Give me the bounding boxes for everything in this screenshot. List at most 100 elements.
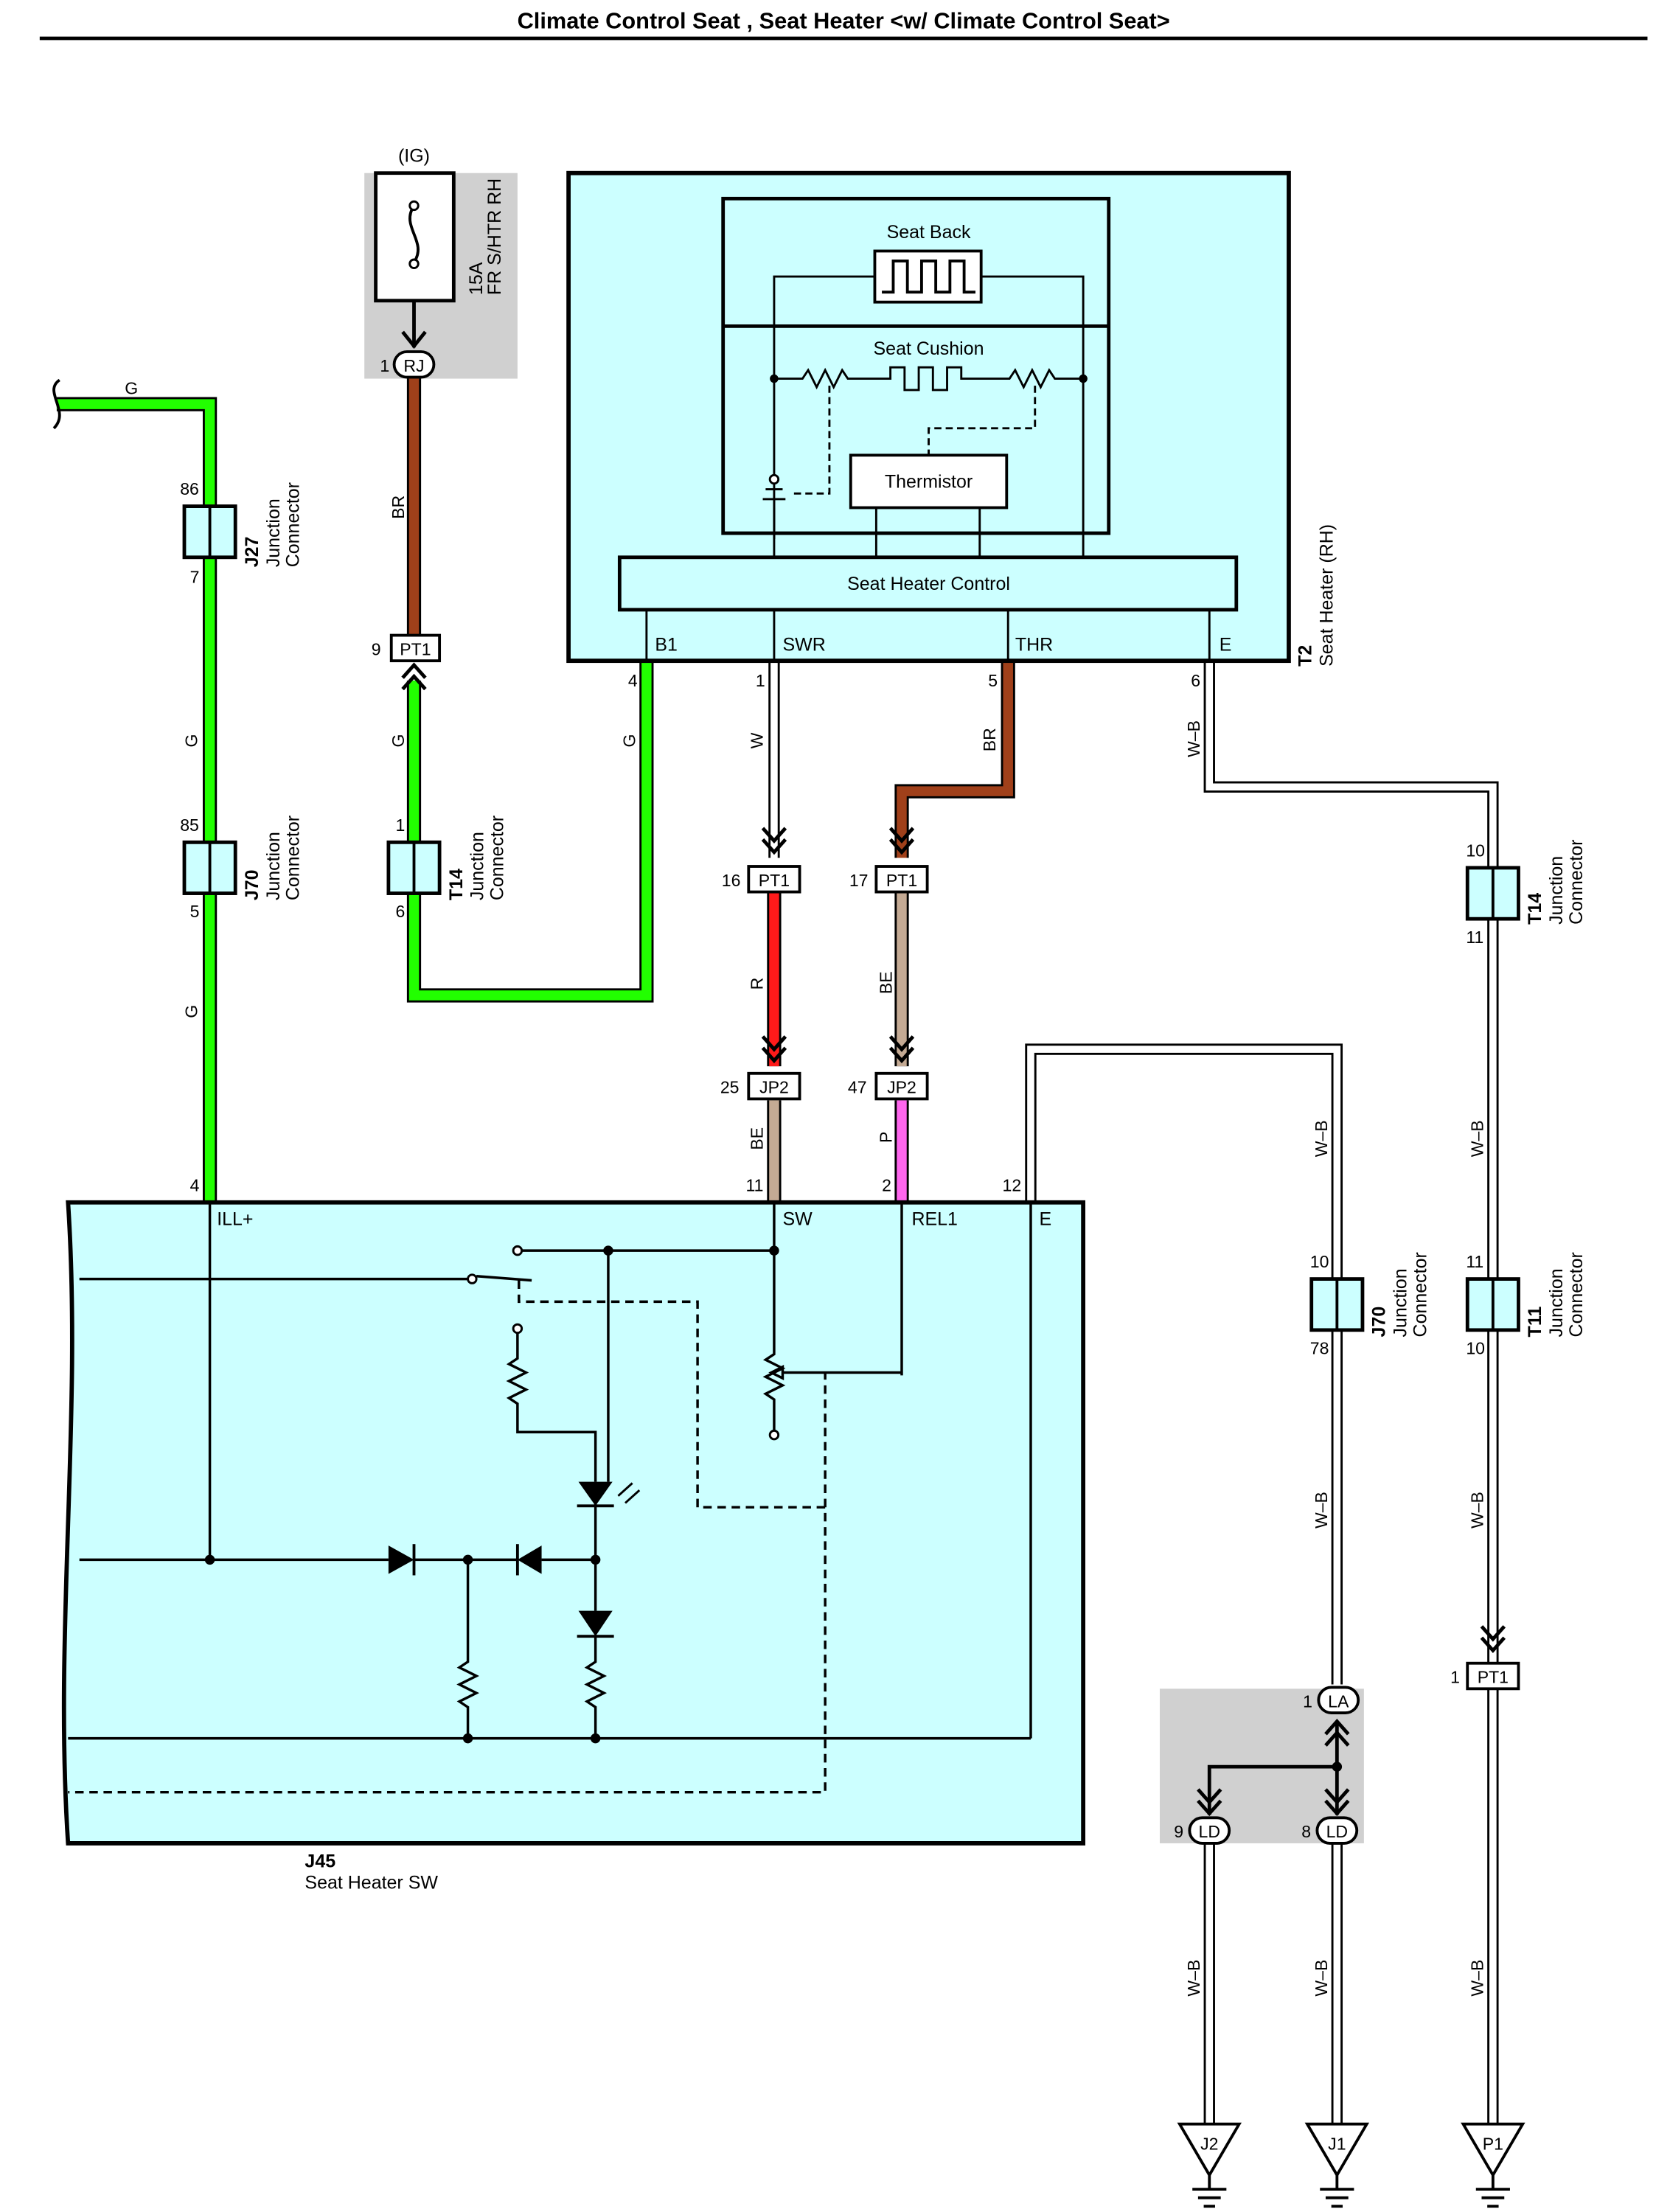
wire-break-icon	[52, 378, 61, 430]
pin-e: E	[1220, 635, 1232, 655]
connector-jp2-25: JP2 25	[720, 1037, 801, 1101]
switch-name: Seat Heater SW	[305, 1872, 438, 1893]
seat-heater-control-label: Seat Heater Control	[847, 574, 1010, 594]
svg-text:11: 11	[1466, 1252, 1483, 1271]
wire-label: W–B	[1312, 1492, 1331, 1528]
svg-text:Junction: Junction	[263, 832, 284, 900]
svg-text:7: 7	[190, 567, 200, 586]
svg-text:T11: T11	[1525, 1307, 1545, 1338]
svg-text:Junction: Junction	[1546, 1268, 1567, 1337]
pin-thr: THR	[1015, 635, 1053, 655]
splice-block: LA 1 LD 9 LD 8	[1159, 1686, 1364, 1845]
switch-code: J45	[305, 1851, 335, 1872]
svg-text:6: 6	[396, 902, 406, 921]
switch-pin-sw: SW	[782, 1209, 813, 1230]
connector-jp2-47: JP2 47	[848, 1037, 929, 1101]
wire-wb-e-sw	[1025, 1043, 1343, 1685]
svg-text:Connector: Connector	[1410, 1252, 1430, 1337]
seat-heater-name: Seat Heater (RH)	[1317, 524, 1337, 667]
wire-label: W–B	[1467, 1120, 1486, 1157]
fuse-supply: (IG)	[398, 145, 430, 166]
junction-t11: 11 10 T11 Junction Connector	[1465, 1252, 1587, 1358]
svg-text:47: 47	[848, 1078, 867, 1097]
switch-pin-num-ill: 4	[190, 1175, 200, 1194]
switch-pin-num-rel1: 2	[882, 1175, 891, 1194]
fuse-connector: RJ	[403, 356, 424, 375]
junction-j27: 86 7 J27 Junction Connector	[180, 479, 304, 586]
svg-text:PT1: PT1	[1478, 1668, 1509, 1687]
svg-text:86: 86	[180, 479, 199, 498]
ground-icon	[1192, 2174, 1227, 2208]
thermistor-label: Thermistor	[885, 472, 973, 493]
diode-icon	[388, 1545, 414, 1574]
svg-text:J27: J27	[242, 537, 262, 568]
svg-text:J1: J1	[1328, 2134, 1346, 2153]
wire-label: BE	[748, 1127, 767, 1150]
connector-pt1-16: PT1 16	[722, 828, 801, 894]
svg-text:P1: P1	[1483, 2134, 1503, 2153]
pin-b1: B1	[655, 635, 678, 655]
pin-num-thr: 5	[988, 671, 998, 690]
seat-heater-switch: ILL+ SW REL1 E	[61, 1200, 1086, 1893]
wire-label: W–B	[1312, 1120, 1331, 1157]
ground-icon	[1475, 2174, 1510, 2208]
svg-text:85: 85	[180, 815, 199, 835]
fuse-name: FR S/HTR RH	[484, 178, 505, 295]
svg-text:Junction: Junction	[1391, 1268, 1411, 1337]
svg-text:25: 25	[720, 1078, 740, 1097]
svg-text:LA: LA	[1328, 1691, 1349, 1711]
svg-text:PT1: PT1	[886, 871, 917, 890]
diode-icon	[578, 1610, 613, 1637]
switch-pin-num-e: 12	[1003, 1175, 1022, 1194]
wire-label: G	[389, 734, 408, 748]
svg-text:16: 16	[722, 871, 741, 890]
wire-label: W–B	[1467, 1492, 1486, 1528]
seat-heater-rh: Seat Back Seat Cushion Thermistor Seat H…	[566, 170, 1337, 667]
svg-text:J70: J70	[1369, 1307, 1390, 1338]
wire-label: W–B	[1184, 720, 1203, 757]
seat-heater-code: T2	[1295, 645, 1316, 667]
wire-label: P	[877, 1132, 896, 1143]
svg-text:9: 9	[1174, 1822, 1183, 1841]
svg-text:Connector: Connector	[1566, 840, 1587, 925]
wire-label: W–B	[1312, 1960, 1331, 1997]
diode-icon	[517, 1545, 542, 1574]
svg-text:1: 1	[1450, 1668, 1460, 1687]
svg-text:Junction: Junction	[263, 498, 284, 567]
svg-text:10: 10	[1310, 1252, 1329, 1271]
junction-j70-left: 85 5 J70 Junction Connector	[180, 815, 304, 921]
connector-pt1-9: PT1 9	[372, 633, 442, 689]
seat-cushion-label: Seat Cushion	[874, 338, 984, 359]
svg-text:J70: J70	[242, 869, 262, 900]
connector-pt1-17: PT1 17	[849, 828, 929, 894]
thermistor-box	[849, 453, 1009, 509]
fuse-pin: 1	[380, 356, 389, 375]
svg-text:10: 10	[1466, 1339, 1485, 1358]
junction-t14-left: 1 6 T14 Junction Connector	[386, 815, 508, 921]
connector-pt1-1: PT1 1	[1450, 1627, 1520, 1691]
svg-text:5: 5	[190, 902, 200, 921]
svg-text:1: 1	[1303, 1691, 1312, 1711]
svg-text:Connector: Connector	[1566, 1252, 1587, 1337]
pin-num-b1: 4	[628, 671, 638, 690]
svg-text:LD: LD	[1199, 1822, 1220, 1841]
ground-j2: J2	[1177, 2122, 1242, 2208]
svg-text:8: 8	[1301, 1822, 1311, 1841]
wire-label: W–B	[1467, 1960, 1486, 1997]
switch-pin-rel1: REL1	[911, 1209, 958, 1230]
svg-text:JP2: JP2	[759, 1078, 789, 1097]
svg-text:17: 17	[849, 871, 869, 890]
svg-text:9: 9	[372, 640, 381, 659]
junction-t14-right: 10 11 T14 Junction Connector	[1465, 840, 1587, 947]
svg-text:PT1: PT1	[759, 871, 790, 890]
svg-text:Junction: Junction	[467, 832, 488, 900]
svg-text:PT1: PT1	[400, 640, 431, 659]
wire-br-thr	[894, 659, 1015, 858]
svg-text:JP2: JP2	[887, 1078, 916, 1097]
wire-label: BR	[980, 728, 999, 751]
wire-label: W–B	[1184, 1960, 1203, 1997]
svg-text:11: 11	[1466, 928, 1483, 947]
svg-text:Connector: Connector	[487, 815, 508, 900]
seat-back-label: Seat Back	[887, 222, 971, 243]
ground-j1: J1	[1304, 2122, 1370, 2208]
